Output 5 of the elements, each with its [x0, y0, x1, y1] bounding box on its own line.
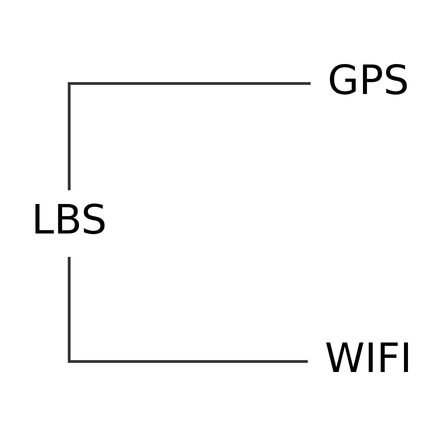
- connector: [68, 256, 308, 362]
- node-text: LBS: [32, 195, 107, 244]
- node-text: WIFI: [324, 333, 412, 382]
- node-text: GPS: [328, 55, 410, 104]
- connector: [68, 82, 311, 190]
